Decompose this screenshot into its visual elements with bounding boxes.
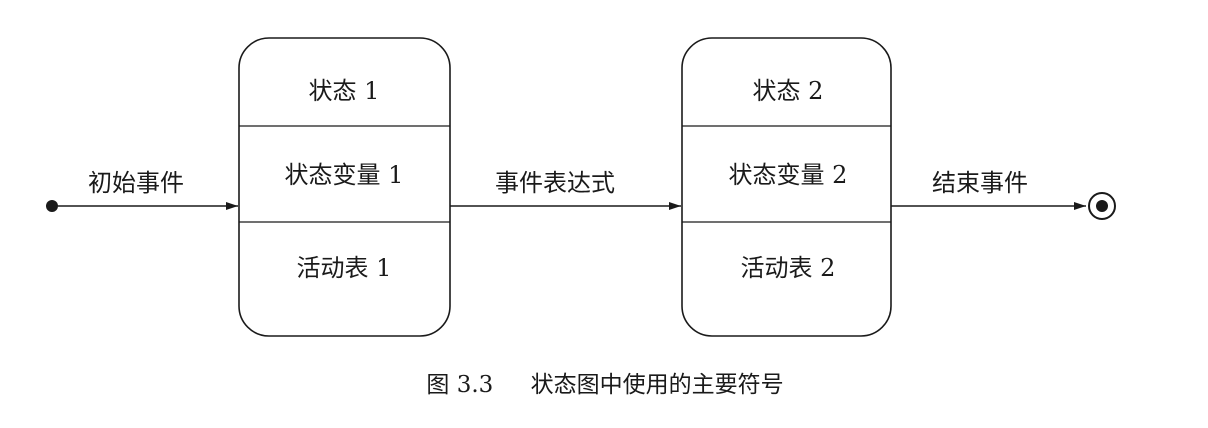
state-2-outline	[681, 37, 892, 337]
end-event-label: 结束事件	[932, 169, 1028, 197]
initial-event-label: 初始事件	[88, 169, 184, 197]
state-2-variables: 状态变量 2	[729, 161, 848, 189]
state-1-box: 状态 1 状态变量 1 活动表 1	[238, 37, 451, 337]
figure-caption: 图 3.3 状态图中使用的主要符号	[426, 372, 783, 398]
final-state-icon	[1088, 192, 1116, 220]
final-state-ring	[1088, 192, 1116, 220]
state-2-box: 状态 2 状态变量 2 活动表 2	[681, 37, 892, 337]
final-state-dot	[1096, 200, 1108, 212]
state-2-name: 状态 2	[753, 77, 824, 105]
state-1-name: 状态 1	[309, 77, 380, 105]
figure-number: 图 3.3	[426, 372, 493, 398]
state-1-activities: 活动表 1	[297, 254, 392, 282]
state-1-variables: 状态变量 1	[285, 161, 404, 189]
figure-title: 状态图中使用的主要符号	[531, 372, 784, 398]
initial-state-dot	[46, 200, 58, 212]
state-1-outline	[238, 37, 451, 337]
state-2-activities: 活动表 2	[741, 254, 836, 282]
event-expression-label: 事件表达式	[495, 169, 615, 197]
